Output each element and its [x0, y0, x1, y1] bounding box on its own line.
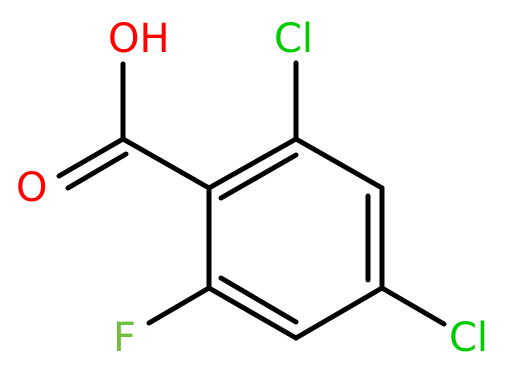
bond-c-ring — [120, 136, 212, 191]
atom-labels: OH O Cl Cl F — [16, 16, 488, 361]
ring-bond-1-2-inner — [218, 152, 299, 201]
ring-bond-2-3 — [293, 136, 385, 191]
bond-c-cl-right — [379, 285, 447, 327]
bond-c-o-double-inner — [65, 151, 129, 191]
atom-o-label: O — [16, 165, 47, 211]
atom-cl-right-label: Cl — [449, 315, 488, 361]
ring-bond-5-6 — [206, 285, 299, 341]
ring-bond-1-2 — [206, 136, 299, 191]
ring-bond-4-5 — [293, 285, 385, 341]
bonds — [56, 60, 447, 341]
bond-c-f — [146, 285, 212, 326]
ring-bond-5-6-inner — [218, 275, 299, 325]
atom-cl-top-label: Cl — [274, 16, 313, 62]
bond-c-o-double-outer — [56, 136, 126, 179]
atom-oh-label: OH — [108, 16, 170, 62]
atom-f-label: F — [113, 315, 136, 361]
